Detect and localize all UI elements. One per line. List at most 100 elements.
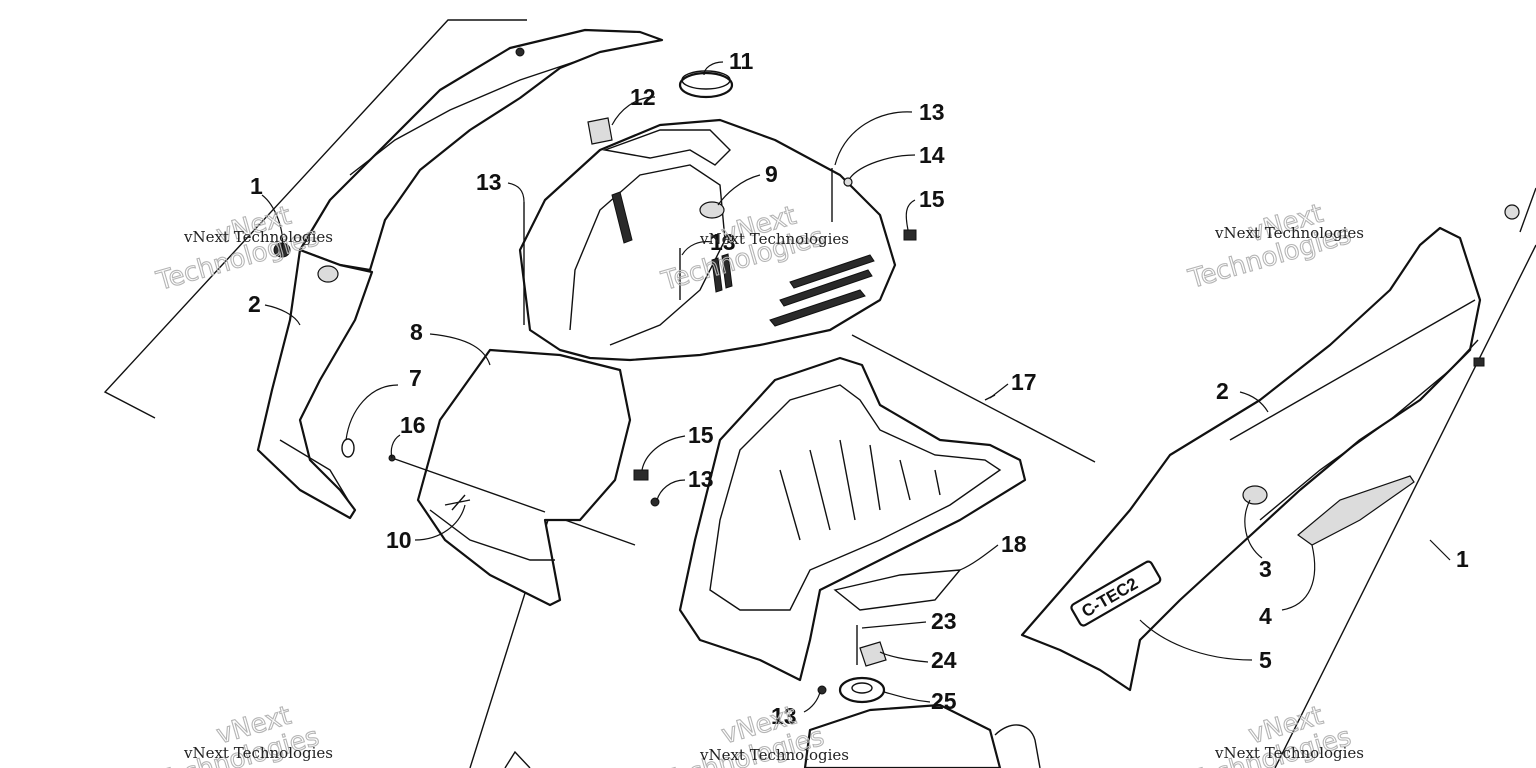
callout-10: 10 [386,527,412,553]
callout-9: 9 [765,161,778,187]
leader-17 [989,383,1009,399]
right-panel-clip [1473,357,1485,367]
left-side-panel [298,28,664,272]
leader-13-e [803,691,821,713]
hood-inner-cavity [569,164,726,346]
tray-ribs [779,439,941,541]
right-side-panel-group: C-TEC2 [1020,187,1536,768]
fuel-tank-strap [994,724,1041,768]
emblem-10 [444,494,471,511]
callout-13-a: 13 [476,169,502,195]
callout-4: 4 [1259,603,1272,629]
watermark-bottom-right-small: vNext Technologies [1214,744,1364,762]
left-side-panel-group [103,19,664,520]
hood-vent-c [789,254,875,289]
leader-2-right [1239,391,1269,413]
tray-liner-18 [833,569,962,611]
leader-25 [883,691,931,703]
grommet-25 [838,676,886,704]
hood-vent-a [769,289,866,327]
callout-15-a: 15 [919,186,945,212]
hood-vent-b [779,269,873,307]
leader-23 [861,621,927,629]
callout-5: 5 [1259,647,1272,673]
leader-9 [717,174,761,206]
leader-10 [414,504,466,541]
right-panel-clip-3 [1242,485,1268,505]
clip-15-bottom [633,469,649,481]
watermark-right: vNext Technologies [1184,198,1355,295]
leader-24 [879,651,929,663]
callout-8: 8 [410,319,423,345]
callout-7: 7 [409,365,422,391]
filler-cap-11 [678,71,734,99]
leader-2-left [264,304,301,326]
callout-18: 18 [1001,531,1027,557]
callout-23: 23 [931,608,957,634]
leader-15-b [641,435,686,471]
callout-16: 16 [400,412,426,438]
leader-1-right [1429,539,1451,561]
right-panel-decal-4 [1297,475,1415,546]
storage-tray-group [678,334,1096,682]
left-panel-trim-line [279,439,349,501]
callout-labels: 1 2 7 16 10 8 13 12 11 9 13 13 14 15 15 … [248,48,1469,729]
hood-group [388,70,917,768]
callout-3: 3 [1259,556,1272,582]
callout-13-e: 13 [771,703,797,729]
tray-inner [709,384,1002,611]
callout-11: 11 [729,48,754,74]
callout-17: 17 [1011,369,1037,395]
o-ring-7 [341,438,355,458]
rivet-14 [843,177,853,187]
callout-2-left: 2 [248,291,261,317]
c-tec2-decal-frame [1070,560,1162,627]
hood-lower [416,348,632,607]
callout-24: 24 [931,647,957,673]
leader-13-b [681,240,713,256]
leader-16 [390,434,401,459]
bracket-24 [859,641,887,667]
leader-13-c [834,111,913,166]
watermark-bottom-center-small: vNext Technologies [699,746,849,764]
decal-12 [587,117,613,145]
watermark-right-small: vNext Technologies [1214,224,1364,242]
hood-louver-a [711,257,723,293]
hood-louver-b [721,253,733,289]
right-panel-boundary-top [1519,187,1536,233]
leader-15-a [905,199,916,231]
watermark-bottom-left-small: vNext Technologies [183,744,333,762]
lower-boundary [504,750,531,768]
right-panel-boundary [1274,244,1536,768]
callout-13-c: 13 [919,99,945,125]
leader-5 [1139,619,1253,661]
panel-screw-hole [515,47,525,57]
left-panel-clip-b [317,265,339,283]
callout-1-left: 1 [250,173,263,199]
leader-11 [703,61,724,76]
leader-7 [345,384,399,441]
fuel-tank [803,703,1002,768]
right-panel-rivet [1504,204,1520,220]
left-panel-inner-line [349,59,581,176]
callout-12: 12 [630,84,656,110]
leader-lines [261,61,1451,713]
right-panel-lower-line [1259,339,1479,521]
leader-14 [849,154,916,179]
filler-cap-11-ring [681,70,731,90]
callout-13-d: 13 [688,466,714,492]
grommet-25-inner [851,682,873,694]
leader-18 [959,544,999,571]
callout-25: 25 [931,688,957,714]
watermark-center-small: vNext Technologies [699,230,849,248]
right-panel-upper-line [1229,299,1476,441]
callout-1-right: 1 [1456,546,1469,572]
lower-center-group [504,625,1041,768]
leader-13-d [656,479,686,501]
hood-louver-c [611,191,633,244]
watermark-left-small: vNext Technologies [183,228,333,246]
storage-tray [678,356,1027,682]
leader-3 [1244,499,1263,559]
callout-2-right: 2 [1216,378,1229,404]
